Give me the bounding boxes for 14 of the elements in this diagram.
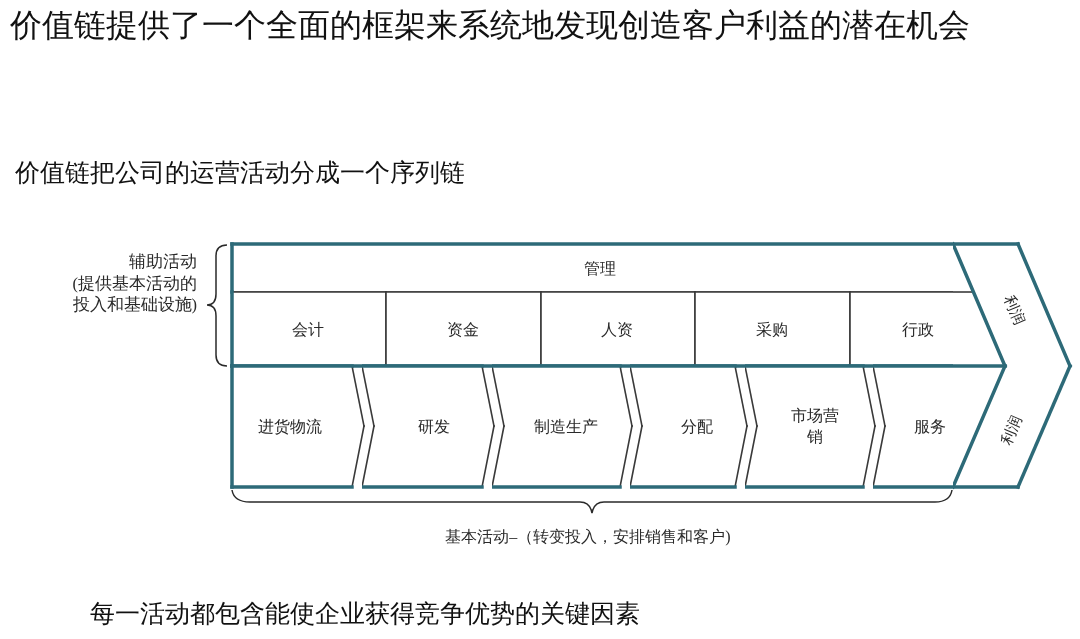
- chevron-box: 研发: [362, 363, 495, 490]
- annotation-text: 基本活动–（转变投入，安排销售和客户): [445, 527, 731, 547]
- chevron-box: 分配: [630, 363, 748, 490]
- annotation-text: (提供基本活动的投入和基础设施): [71, 273, 197, 315]
- chevron-box: 进货物流: [229, 363, 365, 490]
- chevron-box: 制造生产: [492, 363, 633, 490]
- chevron-box: 市场营销: [745, 363, 876, 490]
- chevron-box: 服务: [873, 363, 953, 490]
- footnote-text: 每一活动都包含能使企业获得竞争优势的关键因素: [90, 599, 640, 629]
- title: 价值链提供了一个全面的框架来系统地发现创造客户利益的潜在机会: [10, 6, 970, 45]
- subtitle: 价值链把公司的运营活动分成一个序列链: [15, 158, 465, 188]
- header-band: 管理: [229, 241, 953, 295]
- activity-cell: 行政: [847, 289, 953, 369]
- annotation-text: 辅助活动: [129, 251, 197, 272]
